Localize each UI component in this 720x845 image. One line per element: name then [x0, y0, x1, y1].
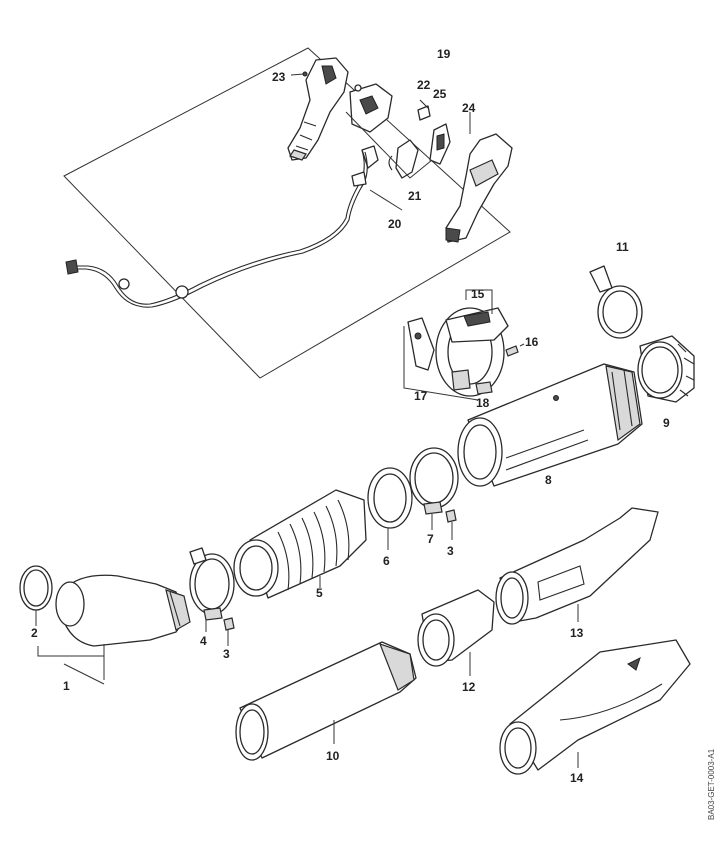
part-2-o-ring	[19, 565, 53, 611]
callout-labels: 1 2 3 3 4 5 6 7 8 9 10 11 12 13 14 15 16…	[31, 47, 670, 785]
callout-13: 13	[570, 626, 584, 640]
callout-23: 23	[272, 70, 286, 84]
part-23-handle-shell	[287, 57, 349, 161]
callout-24: 24	[462, 101, 476, 115]
cable-harness	[65, 149, 368, 308]
handle-assembly-frame	[63, 47, 511, 379]
callout-21: 21	[408, 189, 422, 203]
part-12-nozzle-adapter	[417, 589, 495, 667]
callout-3-right: 3	[447, 544, 454, 558]
part-25-throttle-switch	[349, 83, 451, 165]
part-3-screw-right	[445, 509, 457, 523]
part-13-curved-nozzle	[495, 507, 659, 625]
part-20-trigger	[361, 145, 379, 169]
part-17-strap-lever	[407, 317, 435, 371]
part-3-screw-left	[223, 617, 235, 631]
document-code: BA03-GET-0003-A1	[707, 748, 716, 820]
callout-8: 8	[545, 473, 552, 487]
callout-4: 4	[200, 634, 207, 648]
callout-11: 11	[616, 240, 629, 254]
callout-2: 2	[31, 626, 38, 640]
part-16-screw	[505, 345, 519, 357]
callout-22: 22	[417, 78, 431, 92]
callout-10: 10	[326, 749, 340, 763]
part-21-lever	[388, 139, 419, 179]
callout-1: 1	[63, 679, 70, 693]
part-8-blower-tube	[457, 363, 643, 487]
callout-6: 6	[383, 554, 390, 568]
part-5-flexible-hose	[233, 489, 367, 599]
part-15-holder-clamp	[435, 307, 509, 397]
callout-16: 16	[525, 335, 539, 349]
part-7-hose-clamp-right	[409, 447, 459, 515]
part-11-clamp-ring	[589, 265, 643, 339]
callout-17: 17	[414, 389, 428, 403]
callout-20: 20	[388, 217, 402, 231]
part-1-elbow	[55, 574, 191, 647]
callout-18: 18	[476, 396, 490, 410]
part-4-hose-clamp-left	[189, 547, 235, 621]
part-6-tube-ring	[367, 467, 413, 529]
callout-7: 7	[427, 532, 434, 546]
callout-19: 19	[437, 47, 451, 61]
part-18-nut	[475, 381, 493, 395]
callout-14: 14	[570, 771, 584, 785]
callout-9: 9	[663, 416, 670, 430]
callout-12: 12	[462, 680, 476, 694]
part-24-grip-handle	[445, 133, 513, 243]
callout-15: 15	[471, 287, 485, 301]
callout-3-left: 3	[223, 647, 230, 661]
part-9-nozzle-nut	[637, 335, 695, 403]
part-14-flat-nozzle	[499, 639, 691, 775]
part-10-straight-tube	[235, 641, 417, 761]
callout-5: 5	[316, 586, 323, 600]
part-22-spring-clip	[417, 99, 431, 121]
callout-25: 25	[433, 87, 447, 101]
